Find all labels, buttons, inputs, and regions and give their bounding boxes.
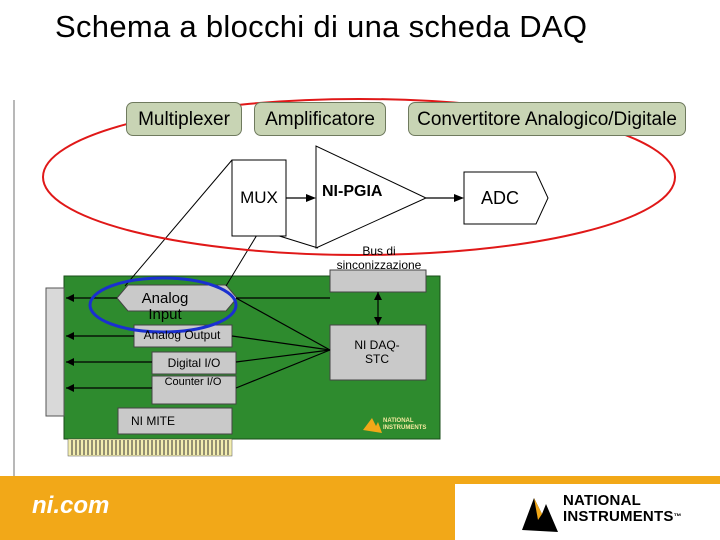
counter-io-label: Counter I/O xyxy=(164,376,222,388)
adc-label: ADC xyxy=(480,188,519,208)
digital-io-chip xyxy=(151,351,237,375)
board-logo-mark xyxy=(363,418,382,433)
highlight-ellipse-blue xyxy=(88,276,238,334)
board-logo-text: NATIONAL INSTRUMENTS xyxy=(383,418,426,432)
analog-output-label: Analog Output xyxy=(143,328,221,342)
pgia-amplifier xyxy=(315,145,428,249)
mux-pgia-arrow xyxy=(306,194,316,202)
analog-input-label: Analog Input xyxy=(141,290,189,323)
ni-mite-chip xyxy=(117,407,233,435)
ni-logo-line2: INSTRUMENTS xyxy=(563,508,674,525)
bus-chip xyxy=(329,269,427,293)
ni-logo-text: NATIONAL INSTRUMENTS™ xyxy=(563,493,682,525)
amplifier-label: Amplificatore xyxy=(254,102,386,136)
daq-stc-chip xyxy=(329,324,427,381)
footer-logo-panel xyxy=(455,484,720,540)
ni-logo-line1: NATIONAL xyxy=(563,492,641,509)
pgia-adc-arrow xyxy=(454,194,464,202)
mounting-bracket xyxy=(45,287,65,417)
edge-connector-pins xyxy=(71,440,229,455)
digital-io-label: Digital I/O xyxy=(167,356,221,370)
site-link[interactable]: ni.com xyxy=(32,492,110,519)
highlight-ellipse-red xyxy=(42,98,676,256)
ni-mite-label: NI MITE xyxy=(131,414,175,428)
trademark-mark: ™ xyxy=(673,512,682,521)
multiplexer-label: Multiplexer xyxy=(126,102,242,136)
slide-title: Schema a blocchi di una scheda DAQ xyxy=(55,9,588,44)
board-logo-line2: INSTRUMENTS xyxy=(383,425,427,431)
pgia-label: NI-PGIA xyxy=(322,183,383,200)
converter-label: Convertitore Analogico/Digitale xyxy=(408,102,686,136)
bus-label: Bus di sinconizzazione xyxy=(336,244,422,272)
mux-block xyxy=(231,159,287,237)
edge-connector xyxy=(67,438,233,457)
zoom-lines xyxy=(124,159,319,287)
mux-label: MUX xyxy=(240,188,278,207)
arrowheads xyxy=(66,292,382,392)
board-logo-line1: NATIONAL xyxy=(383,418,414,424)
counter-io-chip xyxy=(151,375,237,405)
daq-stc-label: NI DAQ-STC xyxy=(354,338,400,366)
adc-block xyxy=(463,171,549,225)
ni-eagle-icon xyxy=(522,498,558,532)
